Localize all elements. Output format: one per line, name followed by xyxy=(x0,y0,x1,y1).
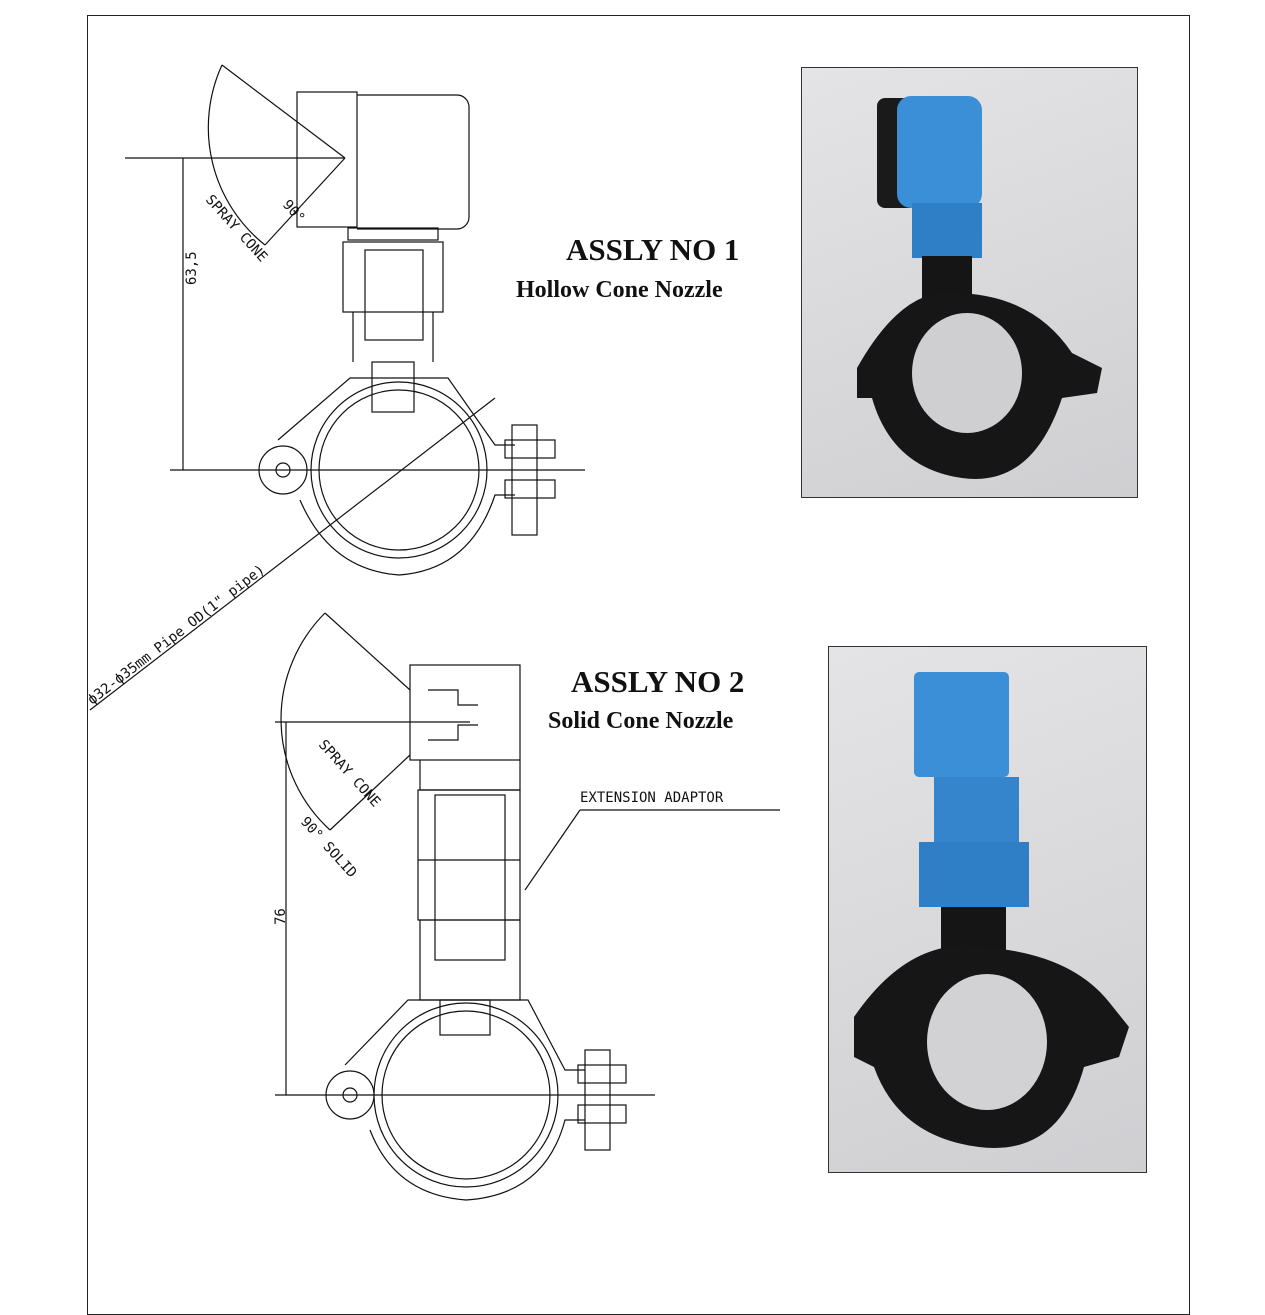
spray-angle-label-2: 90° SOLID xyxy=(297,814,360,881)
spray-angle-label-1: 90° xyxy=(279,197,308,227)
technical-drawings: 63,5 SPRAY CONE 90° ϕ32-ϕ35mm Pipe OD(1"… xyxy=(85,64,780,1201)
hollow-cone-nozzle-image xyxy=(857,96,1102,479)
extension-adaptor-callout: EXTENSION ADAPTOR xyxy=(580,790,724,806)
assembly-1-photo xyxy=(801,67,1138,498)
assembly-2-photo xyxy=(828,646,1147,1173)
solid-cone-nozzle-image xyxy=(854,672,1129,1148)
assembly-2-drawing: 76 SPRAY CONE 90° SOLID EXTENSION ADAPTO… xyxy=(273,612,780,1201)
assembly-1-subtitle: Hollow Cone Nozzle xyxy=(516,277,723,303)
spray-cone-label-2: SPRAY CONE xyxy=(315,737,383,810)
dimension-76: 76 xyxy=(273,908,289,925)
assembly-1-drawing: 63,5 SPRAY CONE 90° ϕ32-ϕ35mm Pipe OD(1"… xyxy=(85,64,585,711)
assembly-2-subtitle: Solid Cone Nozzle xyxy=(548,708,734,734)
pipe-od-label: ϕ32-ϕ35mm Pipe OD(1" pipe) xyxy=(85,562,268,708)
assembly-2-title: ASSLY NO 2 xyxy=(571,664,745,699)
assembly-1-title: ASSLY NO 1 xyxy=(566,232,740,267)
spray-cone-label-1: SPRAY CONE xyxy=(202,192,270,265)
dimension-63-5: 63,5 xyxy=(184,251,200,285)
